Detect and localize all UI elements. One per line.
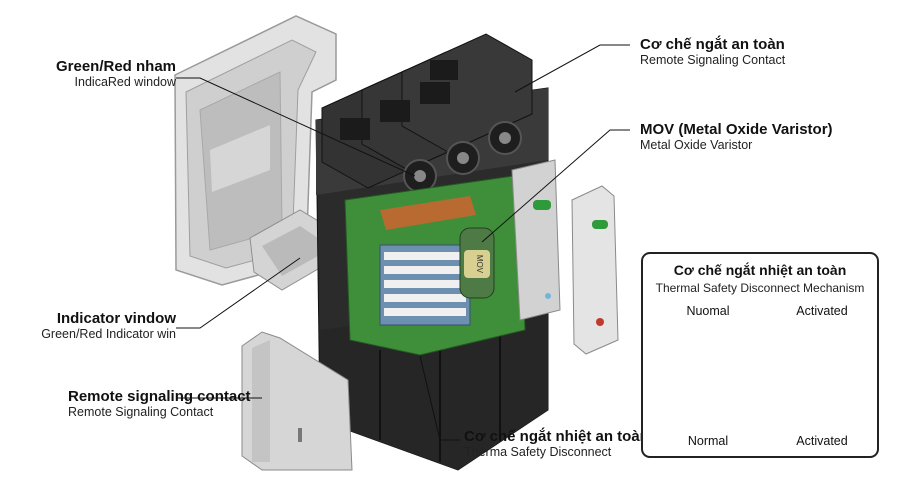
label-subtitle: Metal Oxide Varistor — [640, 138, 753, 153]
din-rail-clip — [249, 209, 331, 291]
inset-subtitle: Thermal Safety Disconnect Mechanism — [655, 281, 865, 295]
label-title: Green/Red nham — [55, 58, 176, 75]
mov-marking: MOV — [475, 255, 484, 274]
label-subtitle: Therma Safety Disconnect — [464, 445, 612, 460]
side-plate — [511, 159, 561, 321]
inset-title: Cơ chế ngắt nhiệt an toàn — [673, 262, 847, 278]
label-safety-mechanism: Cơ chế ngắt an toàn Remote Signaling Con… — [640, 36, 785, 68]
label-subtitle: Green/Red Indicator win — [41, 327, 176, 342]
label-green-red-window: Green/Red nham IndicaRed window — [40, 58, 176, 90]
label-subtitle: Remote Signaling Contact — [68, 405, 214, 420]
thermal-mechanism-inset: Cơ chế ngắt nhiệt an toàn Thermal Safety… — [641, 252, 879, 458]
inset-caption-left-bottom: Normal — [687, 434, 729, 448]
label-title: Cơ chế ngắt nhiệt an toàn — [464, 428, 649, 445]
indicator-cover — [571, 185, 619, 355]
inset-caption-left-top: Nuomal — [686, 304, 730, 318]
label-remote-signaling: Remote signaling contact Remote Signalin… — [20, 388, 251, 420]
terminal-blocks — [321, 33, 533, 193]
label-thermal-disconnect: Cơ chế ngắt nhiệt an toàn Therma Safety … — [464, 428, 649, 460]
inset-caption-right-top: Activated — [796, 304, 848, 318]
label-subtitle: Remote Signaling Contact — [640, 53, 786, 68]
pcb-board — [344, 174, 526, 356]
label-subtitle: IndicaRed window — [74, 75, 176, 90]
label-title: Cơ chế ngắt an toàn — [640, 36, 785, 53]
label-indicator-window: Indicator vindow Green/Red Indicator win — [20, 310, 176, 342]
label-title: Indicator vindow — [56, 310, 176, 327]
label-title: Remote signaling contact — [68, 388, 251, 405]
label-title: MOV (Metal Oxide Varistor) — [640, 121, 833, 138]
remote-contact-cover — [241, 331, 353, 471]
leader-lines — [176, 44, 630, 441]
mov-component: MOV — [459, 227, 495, 299]
inset-caption-right-bottom: Activated — [796, 434, 848, 448]
label-mov: MOV (Metal Oxide Varistor) Metal Oxide V… — [640, 121, 833, 153]
housing-cover — [174, 15, 337, 286]
